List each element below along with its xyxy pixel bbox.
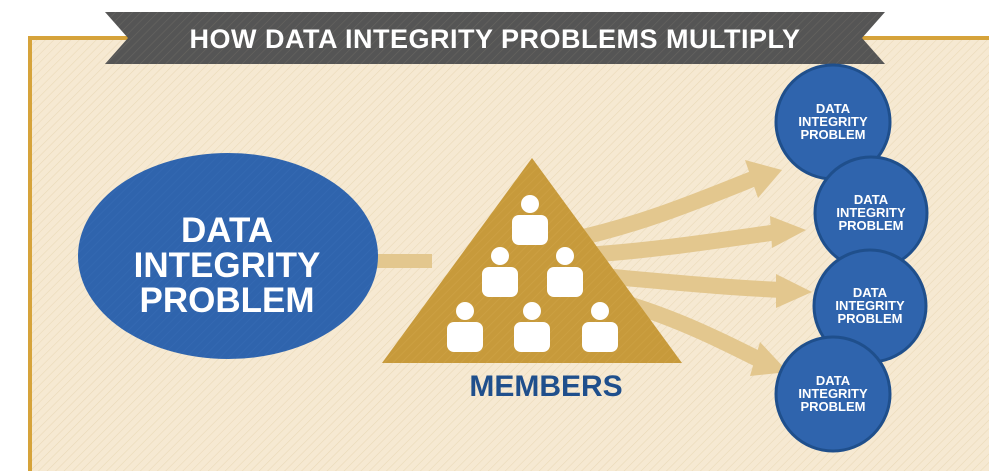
member-person-icon — [547, 247, 583, 297]
outcome-4-line-3: PROBLEM — [800, 399, 866, 414]
outcome-circles — [774, 63, 929, 453]
outcome-3-line-3: PROBLEM — [837, 311, 903, 326]
members-label: MEMBERS — [469, 370, 623, 403]
outcome-1-line-2: INTEGRITY — [798, 114, 868, 129]
member-person-icon — [482, 247, 518, 297]
outcome-2-line-2: INTEGRITY — [836, 205, 906, 220]
source-problem-line-1: DATA — [180, 211, 273, 250]
source-connector — [362, 254, 432, 268]
outcome-1-line-3: PROBLEM — [800, 127, 866, 142]
outcome-3-line-2: INTEGRITY — [835, 298, 905, 313]
outcome-1-line-1: DATA — [815, 101, 851, 116]
outcome-4-line-1: DATA — [815, 373, 851, 388]
arrowhead-3 — [776, 274, 812, 308]
arrow-heads — [745, 160, 812, 376]
member-people — [447, 195, 618, 352]
member-person-icon — [447, 302, 483, 352]
arrowhead-1 — [745, 160, 782, 198]
member-person-icon — [512, 195, 548, 245]
arrowhead-2 — [770, 216, 806, 248]
member-person-icon — [514, 302, 550, 352]
outcome-2-line-1: DATA — [853, 192, 889, 207]
outcome-2-line-3: PROBLEM — [838, 218, 904, 233]
source-problem-line-3: PROBLEM — [139, 281, 315, 320]
arrow-to-problem-2 — [584, 224, 780, 263]
member-person-icon — [582, 302, 618, 352]
outcome-label-1: DATA INTEGRITY PROBLEM — [773, 102, 893, 141]
outcome-label-3: DATA INTEGRITY PROBLEM — [810, 286, 930, 325]
title-banner — [105, 12, 885, 64]
outcome-label-4: DATA INTEGRITY PROBLEM — [773, 374, 893, 413]
source-problem-line-2: INTEGRITY — [133, 246, 321, 285]
page-title: HOW DATA INTEGRITY PROBLEMS MULTIPLY — [189, 23, 801, 54]
arrow-to-problem-1 — [568, 170, 758, 248]
source-problem-label: DATA INTEGRITY PROBLEM — [92, 213, 362, 318]
outcome-circle-4 — [774, 335, 892, 453]
outcome-label-2: DATA INTEGRITY PROBLEM — [811, 193, 931, 232]
outcome-4-line-2: INTEGRITY — [798, 386, 868, 401]
arrowhead-4 — [750, 342, 788, 376]
outcome-3-line-1: DATA — [852, 285, 888, 300]
source-problem-ellipse — [78, 153, 378, 359]
